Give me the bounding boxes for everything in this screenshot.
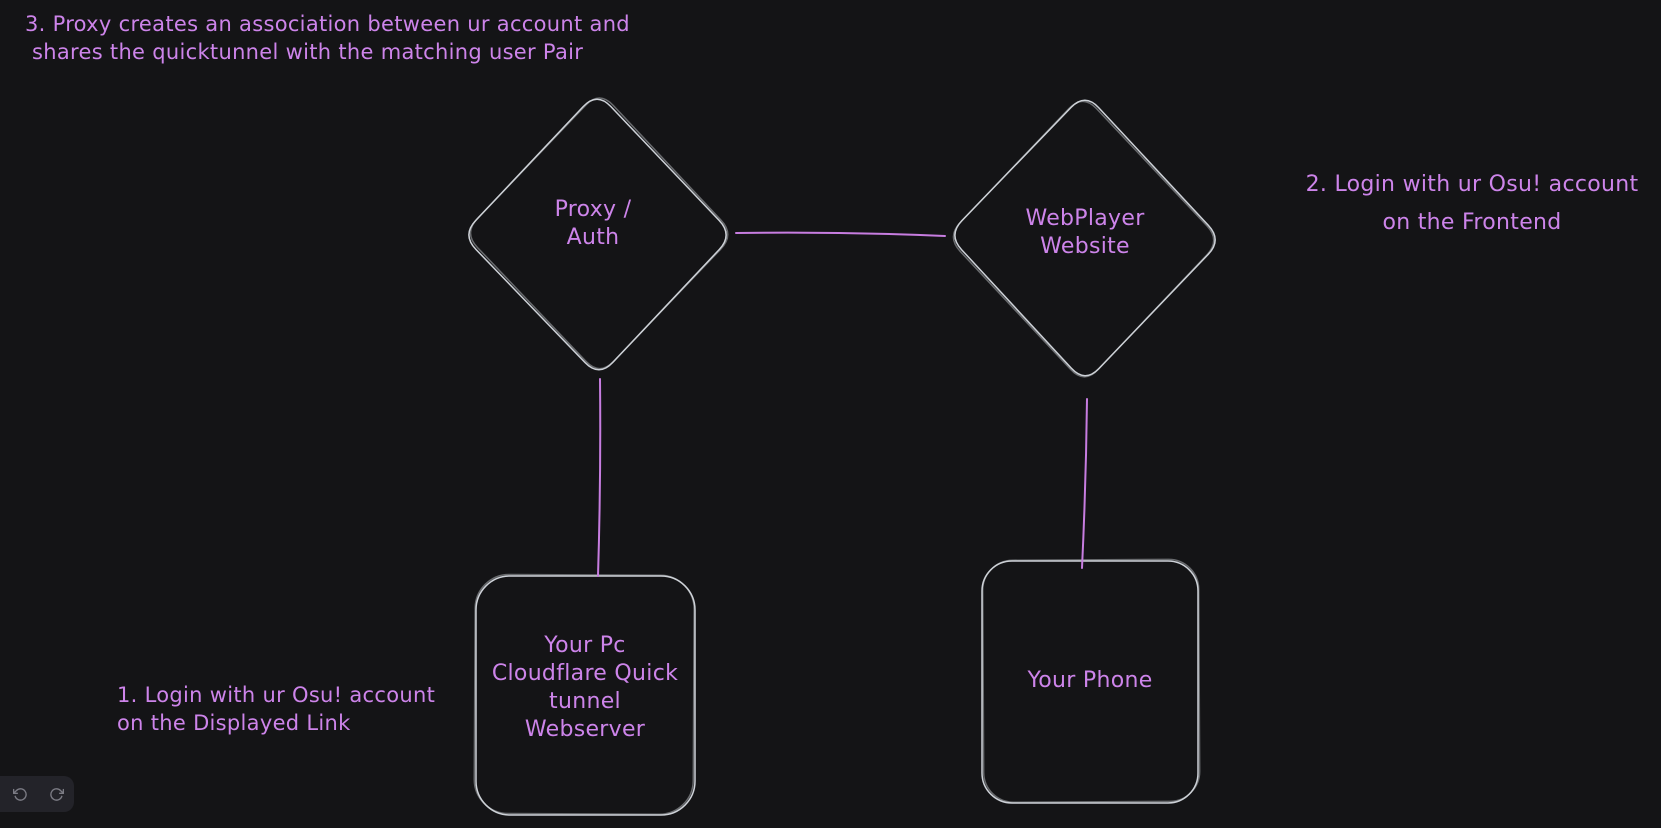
shape-rect-pc[interactable]: [473, 573, 696, 816]
connector-line: [597, 378, 602, 577]
shape-rect-phone[interactable]: [981, 558, 1201, 804]
diamond-outline-echo: [469, 97, 729, 370]
redo-icon: [49, 787, 64, 801]
connector-line: [735, 231, 946, 237]
label-your-phone: Your Phone: [1027, 668, 1153, 693]
rectangle-outline: [981, 560, 1199, 804]
redo-button[interactable]: [43, 781, 69, 807]
label-webplayer-website: WebPlayer Website: [1025, 206, 1145, 259]
undo-button[interactable]: [7, 781, 33, 807]
label-proxy-auth: Proxy / Auth: [554, 197, 632, 250]
connector-webplayer-to-phone[interactable]: [1081, 398, 1088, 569]
undo-redo-toolbar: [0, 776, 74, 812]
shape-diamond-webplayer[interactable]: [952, 99, 1216, 378]
shape-diamond-proxy-auth[interactable]: [468, 97, 729, 371]
diamond-outline-echo: [952, 100, 1215, 378]
connector-proxy-to-pc[interactable]: [597, 378, 602, 577]
label-pc-cloudflare-tunnel: Your Pc Cloudflare Quick tunnel Webserve…: [491, 633, 679, 742]
undo-icon: [12, 787, 27, 801]
rectangle-outline: [475, 575, 696, 816]
annotation-step-1: 1. Login with ur Osu! account on the Dis…: [117, 683, 436, 735]
diamond-outline: [954, 99, 1216, 377]
connector-line: [1081, 398, 1088, 569]
rectangle-outline-echo: [981, 558, 1201, 803]
rectangle-outline-echo: [473, 573, 695, 816]
annotation-step-3: 3. Proxy creates an association between …: [25, 12, 630, 64]
annotation-step-2: 2. Login with ur Osu! account on the Fro…: [1305, 172, 1639, 235]
connector-proxy-to-webplayer[interactable]: [735, 231, 946, 237]
diamond-outline: [468, 98, 727, 371]
